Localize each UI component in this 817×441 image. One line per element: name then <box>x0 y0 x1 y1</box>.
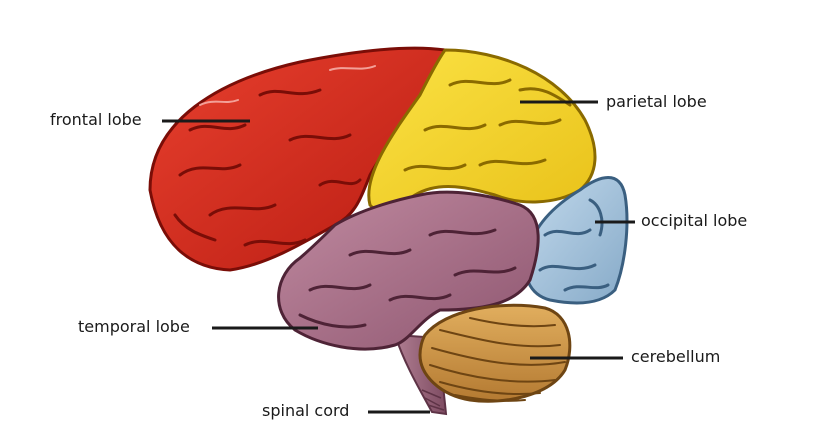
frontal-lobe-shape <box>148 46 448 272</box>
frontal-lobe-label: frontal lobe <box>50 110 142 129</box>
cerebellum-shape <box>418 303 572 403</box>
temporal-lobe-shape <box>277 190 540 351</box>
cerebellum-label: cerebellum <box>631 347 721 366</box>
temporal-lobe-label: temporal lobe <box>78 317 190 336</box>
occipital-lobe-label: occipital lobe <box>641 211 748 230</box>
leader-lines <box>162 100 635 414</box>
parietal-lobe-label: parietal lobe <box>606 92 707 111</box>
parietal-lobe-shape <box>367 48 597 212</box>
spinal-cord-label: spinal cord <box>262 401 350 420</box>
